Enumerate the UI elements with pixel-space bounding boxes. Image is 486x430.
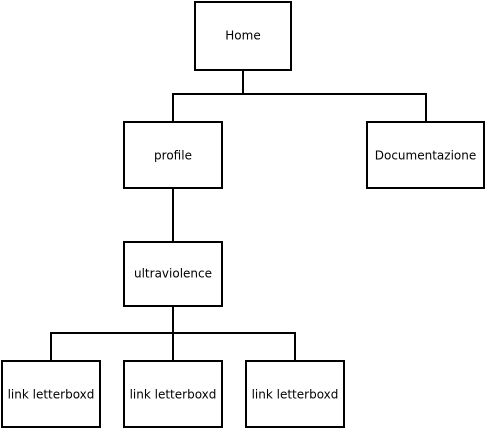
node-link-letterboxd-3[interactable]: link letterboxd xyxy=(245,360,345,428)
edge-ultraviolence-link1 xyxy=(50,332,174,361)
edge-home-documentazione xyxy=(242,93,427,122)
node-profile[interactable]: profile xyxy=(123,121,223,189)
node-home[interactable]: Home xyxy=(194,1,292,71)
node-documentazione-box xyxy=(366,121,485,189)
node-documentazione-label: Documentazione xyxy=(375,149,476,163)
node-ultraviolence[interactable]: ultraviolence xyxy=(123,241,223,307)
node-link-letterboxd-2-label: link letterboxd xyxy=(130,388,217,402)
edge-ultraviolence-link3 xyxy=(172,332,296,361)
node-ultraviolence-box xyxy=(123,241,223,307)
node-profile-box xyxy=(123,121,223,189)
node-link-letterboxd-3-box xyxy=(245,360,345,428)
node-home-label: Home xyxy=(225,29,260,43)
node-link-letterboxd-2[interactable]: link letterboxd xyxy=(123,360,223,428)
node-profile-label: profile xyxy=(154,149,192,163)
node-documentazione[interactable]: Documentazione xyxy=(366,121,485,189)
node-link-letterboxd-2-box xyxy=(123,360,223,428)
connectors xyxy=(50,69,427,361)
node-link-letterboxd-1-box xyxy=(1,360,101,428)
node-ultraviolence-label: ultraviolence xyxy=(134,267,212,281)
node-link-letterboxd-1-label: link letterboxd xyxy=(8,388,95,402)
node-link-letterboxd-1[interactable]: link letterboxd xyxy=(1,360,101,428)
node-home-box xyxy=(194,1,292,71)
edge-home-profile xyxy=(172,93,244,122)
node-link-letterboxd-3-label: link letterboxd xyxy=(252,388,339,402)
